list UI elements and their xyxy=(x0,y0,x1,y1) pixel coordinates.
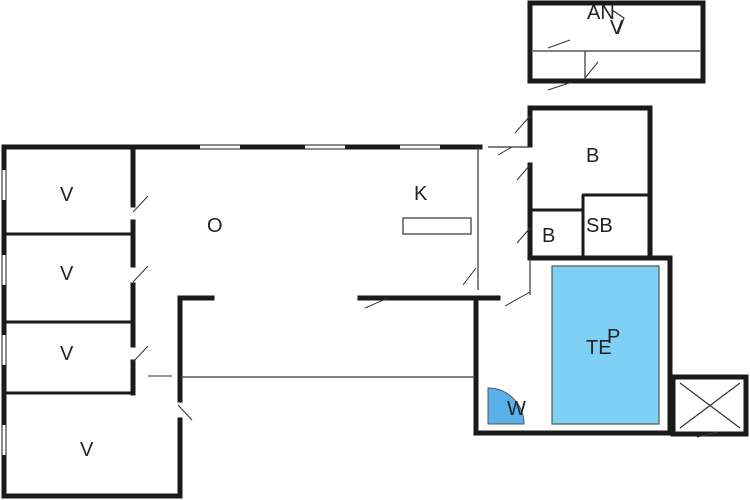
shower xyxy=(487,387,525,425)
room-label-living: O xyxy=(207,215,223,237)
room-label-sauna: SB xyxy=(586,215,613,237)
interior-lines xyxy=(180,115,531,378)
room-label-annex-v: V xyxy=(610,17,624,39)
room-label-bedroom-top: B xyxy=(586,145,599,167)
room-label-v2: V xyxy=(60,263,74,285)
pool xyxy=(551,265,660,425)
room-label-wc: W xyxy=(507,398,526,420)
room-label-pool-p: P xyxy=(607,326,620,348)
room-label-v4: V xyxy=(80,439,94,461)
room-label-v1: V xyxy=(60,184,74,206)
room-label-v3: V xyxy=(60,343,74,365)
room-label-kitchen: K xyxy=(414,183,428,205)
main-walls xyxy=(1,105,749,499)
room-label-bedroom-small: B xyxy=(542,225,555,247)
bedroom-partitions xyxy=(4,144,193,421)
room-label-pool-te: TE xyxy=(586,337,612,359)
windows xyxy=(2,145,440,455)
annex-building xyxy=(527,0,706,91)
room-label-annex: AN xyxy=(587,2,615,24)
